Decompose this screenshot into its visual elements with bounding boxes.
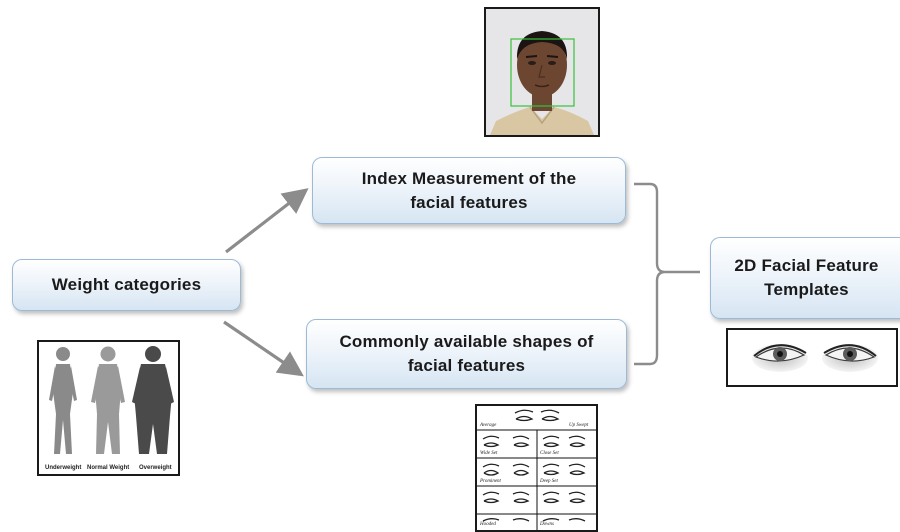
index-measurement-label-line1: Index Measurement of the: [361, 168, 577, 188]
common-shapes-node: Commonly available shapes of facial feat…: [306, 319, 627, 389]
arrow-to-index-measurement: [225, 188, 309, 254]
common-shapes-label-line1: Commonly available shapes of: [339, 332, 594, 351]
underweight-caption: Underweight: [45, 465, 82, 471]
eye-shape-caption-average: Average: [480, 423, 497, 428]
underweight-silhouette: [49, 347, 77, 454]
eye-shape-chart-grid: [477, 409, 596, 530]
common-shapes-label-line2: facial features: [407, 356, 526, 375]
left-eye-template: [752, 344, 808, 372]
eye-templates-image: [726, 328, 898, 387]
weight-categories-label: Weight categories: [51, 275, 202, 294]
eye-shape-caption-prominent: Prominent: [480, 479, 501, 484]
bracket-to-templates: [634, 182, 700, 366]
body-silhouettes-illustration: [39, 346, 178, 474]
normal-weight-silhouette: [91, 346, 125, 454]
right-eye-template: [822, 344, 878, 372]
overweight-silhouette: [132, 346, 174, 454]
index-measurement-node: Index Measurement of the facial features: [312, 157, 626, 224]
normal-weight-caption: Normal Weight: [87, 465, 130, 471]
eye-shape-caption-wide-set: Wide Set: [480, 451, 498, 456]
eye-shape-caption-downs: Downs: [540, 522, 554, 527]
eye-shape-caption-up-swept: Up Swept: [569, 423, 589, 428]
weight-categories-node: Weight categories: [12, 259, 241, 311]
arrow-to-common-shapes: [223, 320, 304, 377]
eye-shape-sketches: [482, 409, 586, 522]
eye-templates-illustration: [752, 344, 878, 372]
templates-label-line2: Templates: [764, 280, 849, 299]
face-photo: [484, 7, 600, 137]
templates-label-line1: 2D Facial Feature: [734, 256, 879, 275]
body-silhouettes-image: Underweight Normal Weight Overweight: [37, 340, 180, 476]
eye-shape-caption-deep-set: Deep Set: [540, 479, 558, 484]
eye-shape-caption-close-set: Close Set: [540, 451, 559, 456]
facial-feature-templates-node: 2D Facial Feature Templates: [710, 237, 900, 319]
index-measurement-label-line2: facial features: [410, 192, 528, 212]
eye-shape-caption-hooded: Hooded: [480, 522, 496, 527]
eye-shape-chart-image: Average Up Swept Wide Set Close Set Prom…: [475, 404, 598, 532]
overweight-caption: Overweight: [139, 465, 172, 471]
face-detection-box: [510, 38, 575, 107]
face-photo-illustration: [486, 9, 598, 135]
